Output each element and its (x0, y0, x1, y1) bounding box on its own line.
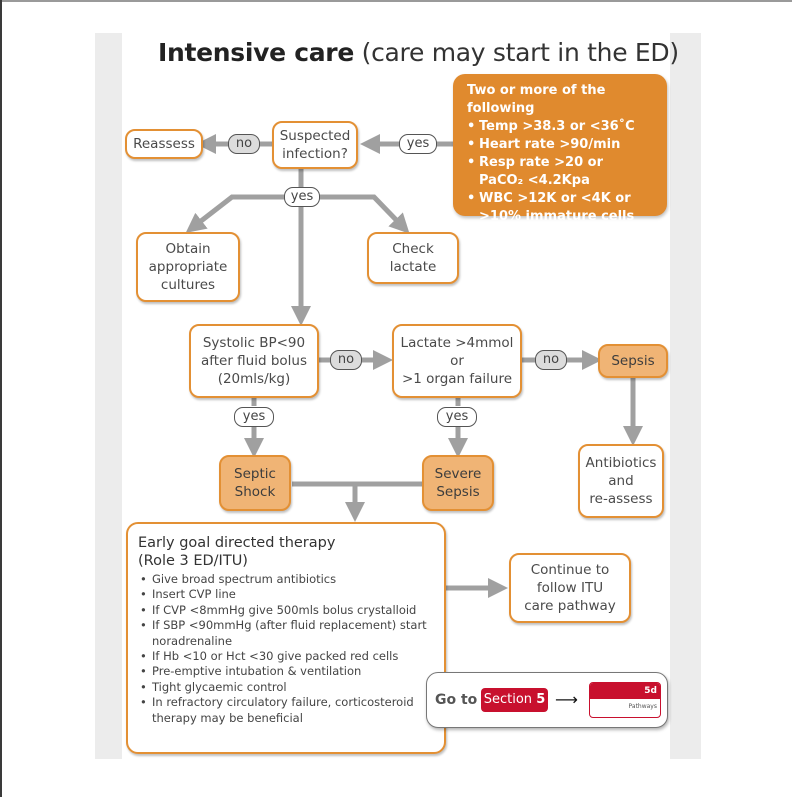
criteria-item: Temp >38.3 or <36˚C (467, 118, 657, 136)
line: >1 organ failure (401, 371, 513, 387)
egdt-heading-1: Early goal directed therapy (138, 535, 336, 551)
line: Antibiotics (585, 455, 657, 471)
egdt-item: If CVP <8mmHg give 500mls bolus crystall… (140, 603, 436, 619)
line: Check (392, 241, 434, 257)
connector-to-cultures (185, 194, 286, 233)
line: re-assess (589, 491, 653, 507)
node-obtain-cultures: Obtain appropriate cultures (136, 232, 240, 302)
line: Suspected (279, 128, 351, 144)
line: (20mls/kg) (217, 371, 291, 387)
title-subtitle: (care may start in the ED) (361, 38, 679, 67)
egdt-item: If SBP <90mmHg (after fluid replacement)… (140, 618, 436, 649)
node-sepsis: Sepsis (598, 344, 668, 378)
egdt-item: Insert CVP line (140, 587, 436, 603)
egdt-item: If Hb <10 or Hct <30 give packed red cel… (140, 649, 436, 665)
node-severe-sepsis: Severe Sepsis (422, 455, 494, 511)
line: and (608, 473, 634, 489)
criteria-list: Temp >38.3 or <36˚C Heart rate >90/min R… (467, 118, 657, 226)
line: Lactate >4mmol (400, 335, 514, 351)
label-no-lactate: no (535, 350, 567, 370)
criteria-item-cont: PaCO₂ <4.2Kpa (479, 173, 590, 188)
egdt-list: Give broad spectrum antibiotics Insert C… (138, 572, 436, 726)
node-septic-shock: Septic Shock (219, 455, 291, 511)
label-yes-systolic: yes (234, 407, 274, 427)
node-continue-itu: Continue to follow ITU care pathway (509, 553, 631, 623)
egdt-heading-2: (Role 3 ED/ITU) (138, 553, 248, 569)
early-goal-directed-therapy-box: Early goal directed therapy (Role 3 ED/I… (126, 522, 446, 754)
node-suspected-infection: Suspected infection? (272, 121, 358, 169)
label-yes-lactate: yes (437, 407, 477, 427)
line: follow ITU (536, 580, 604, 596)
line: appropriate (148, 259, 228, 275)
line: lactate (389, 259, 437, 275)
sirs-criteria-box: Two or more of the following Temp >38.3 … (453, 74, 667, 224)
criteria-heading: Two or more of the following (467, 83, 606, 116)
line: after fluid bolus (200, 353, 308, 369)
node-antibiotics-reassess: Antibiotics and re-assess (578, 444, 664, 518)
card-subtitle: Pathways (628, 703, 657, 710)
node-sepsis-label: Sepsis (611, 353, 655, 369)
line: Septic (234, 466, 276, 482)
criteria-item-cont: >10% immature cells (479, 209, 635, 224)
card-code: 5d (590, 683, 660, 699)
node-check-lactate: Check lactate (367, 232, 459, 284)
criteria-item: Resp rate >20 or (467, 154, 657, 172)
section-number: 5 (536, 692, 546, 707)
arrow-right-icon: ⟶ (555, 690, 578, 709)
left-border (0, 0, 2, 797)
line: infection? (282, 146, 348, 162)
label-no-systolic: no (330, 350, 362, 370)
label-yes-infection: yes (284, 187, 320, 207)
egdt-item: Give broad spectrum antibiotics (140, 572, 436, 588)
line: Severe (434, 466, 482, 482)
node-reassess-label: Reassess (133, 136, 195, 152)
line: cultures (160, 277, 216, 293)
top-border (0, 0, 792, 2)
line: Shock (234, 484, 276, 500)
connector-to-lactate (318, 194, 410, 234)
title-bold: Intensive care (158, 38, 354, 67)
pathway-card-5d[interactable]: 5d Pathways (589, 682, 661, 718)
line: Sepsis (436, 484, 480, 500)
label-no-reassess: no (228, 134, 260, 154)
node-lactate-organ-failure: Lactate >4mmol or >1 organ failure (392, 324, 522, 398)
section-word: Section (483, 692, 533, 707)
egdt-item: Pre-emptive intubation & ventilation (140, 664, 436, 680)
page-title: Intensive care (care may start in the ED… (158, 38, 679, 67)
egdt-item: In refractory circulatory failure, corti… (140, 695, 436, 726)
section-badge[interactable]: Section 5 (481, 688, 548, 712)
line: Obtain (165, 241, 211, 257)
node-reassess: Reassess (125, 129, 203, 159)
line: Continue to (530, 562, 610, 578)
line: or (450, 353, 464, 369)
criteria-item: WBC >12K or <4K or (467, 190, 657, 208)
criteria-item: Heart rate >90/min (467, 136, 657, 154)
line: care pathway (524, 598, 616, 614)
egdt-item: Tight glycaemic control (140, 680, 436, 696)
line: Systolic BP<90 (202, 335, 306, 351)
goto-section-link[interactable]: Go to Section 5 ⟶ 5d Pathways (426, 672, 668, 728)
label-yes-criteria: yes (399, 134, 437, 154)
goto-label: Go to (435, 692, 478, 708)
node-systolic-bp: Systolic BP<90 after fluid bolus (20mls/… (189, 324, 319, 398)
